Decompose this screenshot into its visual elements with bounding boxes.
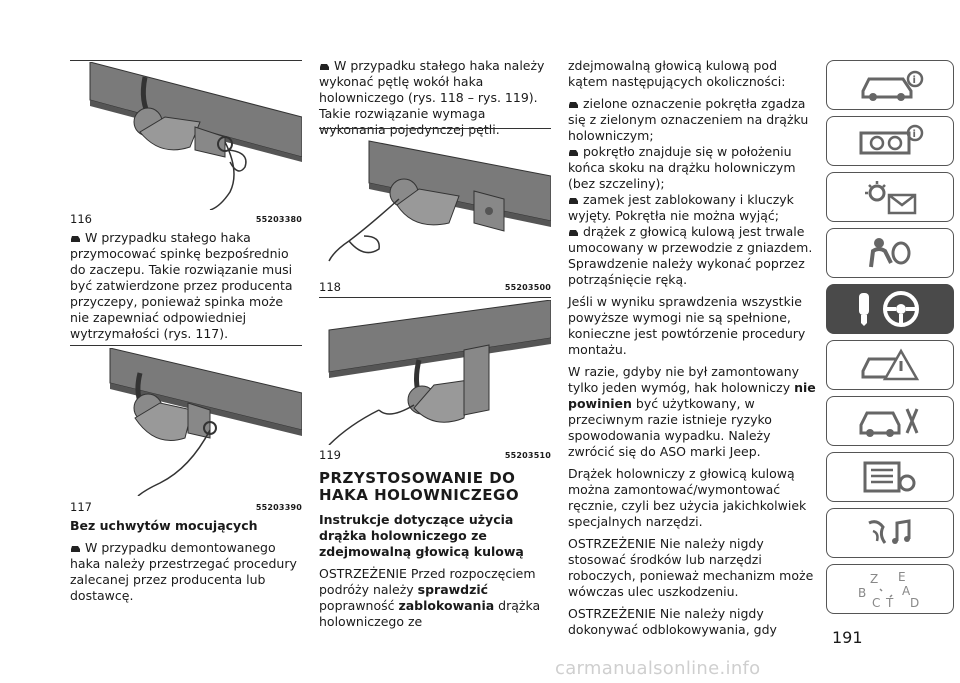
bullet-item: pokrętło znajduje się w położeniu końca … <box>568 144 796 191</box>
tab-safety[interactable] <box>826 228 954 278</box>
car-icon <box>569 102 578 108</box>
chapter-tabs: i i Z E B A C T D <box>826 60 956 620</box>
tab-multimedia[interactable] <box>826 508 954 558</box>
figure-117-drawing <box>109 348 302 496</box>
column-2-text-top: W przypadku stałego haka należy wykonać … <box>319 58 551 144</box>
figure-119-caption: 119 55203510 <box>319 448 551 462</box>
paragraph: zdejmowalną głowicą kulową pod kątem nas… <box>568 58 786 89</box>
figure-code: 55203380 <box>255 215 302 224</box>
figure-116-caption: 116 55203380 <box>70 212 302 226</box>
svg-text:i: i <box>913 129 916 140</box>
top-rule-col1 <box>70 60 302 61</box>
figure-116-drawing <box>89 62 302 210</box>
figure-117-caption: 117 55203390 <box>70 500 302 514</box>
car-service-icon <box>859 408 919 437</box>
paragraph: W przypadku stałego haka należy wykonać … <box>319 58 545 137</box>
watermark: carmanualsonline.info <box>555 658 761 679</box>
section-title: PRZYSTOSOWANIE DO HAKA HOLOWNICZEGO <box>319 469 520 504</box>
page-number: 191 <box>832 628 863 647</box>
paragraph: W razie, gdyby nie był zamontowany tylko… <box>568 364 816 459</box>
safety-airbag-icon <box>869 238 911 268</box>
tab-starting-driving[interactable] <box>826 284 954 334</box>
car-icon <box>569 150 578 156</box>
figure-number: 117 <box>70 500 92 514</box>
figure-code: 55203510 <box>504 451 551 460</box>
tab-index[interactable]: Z E B A C T D <box>826 564 954 614</box>
bullet-item: zielone oznaczenie pokrętła zgadza się z… <box>568 96 809 143</box>
index-letter: B <box>858 586 866 600</box>
multimedia-icon <box>868 519 911 544</box>
paragraph: OSTRZEŻENIE Nie należy nigdy stosować śr… <box>568 536 814 599</box>
figure-118-caption: 118 55203500 <box>319 280 551 294</box>
figure-118-drawing <box>328 140 551 262</box>
column-1-text-bottom: Bez uchwytów mocujących W przypadku demo… <box>70 518 302 610</box>
figure-number: 119 <box>319 448 341 462</box>
index-letter: Z <box>870 572 878 586</box>
paragraph: OSTRZEŻENIE Nie należy nigdy dokonywać o… <box>568 606 777 637</box>
bullet-item: drążek z głowicą kulową jest trwale umoc… <box>568 224 813 287</box>
bullet-item: zamek jest zablokowany i kluczyk wyjęty.… <box>568 192 794 223</box>
index-letter: C <box>872 596 880 609</box>
index-letter: A <box>902 584 911 598</box>
lights-message-icon <box>865 181 917 215</box>
car-info-icon: i <box>861 70 924 101</box>
tab-specifications[interactable] <box>826 452 954 502</box>
tab-emergency[interactable] <box>826 340 954 390</box>
specifications-icon <box>863 461 916 493</box>
paragraph: OSTRZEŻENIE Przed rozpoczęciem podróży n… <box>319 566 541 629</box>
rule-col1-mid <box>70 345 302 346</box>
dashboard-icon: i <box>859 124 924 155</box>
car-icon <box>569 198 578 204</box>
index-letter: D <box>910 596 919 609</box>
tab-lights-messages[interactable] <box>826 172 954 222</box>
figure-number: 118 <box>319 280 341 294</box>
column-1-text-top: W przypadku stałego haka przymocować spi… <box>70 230 302 348</box>
rule-col2-2 <box>319 297 551 298</box>
car-icon <box>569 230 578 236</box>
index-letters-icon: Z E B A C T D <box>858 570 919 609</box>
figure-code: 55203390 <box>255 503 302 512</box>
column-3-text: zdejmowalną głowicą kulową pod kątem nas… <box>568 58 818 644</box>
tab-car-info[interactable]: i <box>826 60 954 110</box>
figure-number: 116 <box>70 212 92 226</box>
car-icon <box>71 546 80 552</box>
column-2-text-bottom: PRZYSTOSOWANIE DO HAKA HOLOWNICZEGO Inst… <box>319 470 551 636</box>
svg-text:i: i <box>913 75 916 86</box>
car-icon <box>320 64 329 70</box>
car-icon <box>71 236 80 242</box>
key-steering-wheel-icon <box>859 291 919 327</box>
paragraph: Jeśli w wyniku sprawdzenia wszystkie pow… <box>568 294 806 357</box>
figure-code: 55203500 <box>504 283 551 292</box>
section-heading: Bez uchwytów mocujących <box>70 518 258 533</box>
index-letter: E <box>898 570 906 584</box>
paragraph: W przypadku stałego haka przymocować spi… <box>70 230 293 341</box>
paragraph: Drążek holowniczy z głowicą kulową można… <box>568 466 807 529</box>
rule-col2-1 <box>319 128 551 129</box>
car-emergency-icon <box>861 348 920 381</box>
paragraph: W przypadku demontowanego haka należy pr… <box>70 540 297 603</box>
figure-119-drawing <box>328 300 551 445</box>
section-subtitle: Instrukcje dotyczące użycia drążka holow… <box>319 512 524 559</box>
index-letter: T <box>885 596 894 609</box>
tab-service[interactable] <box>826 396 954 446</box>
tab-dashboard[interactable]: i <box>826 116 954 166</box>
